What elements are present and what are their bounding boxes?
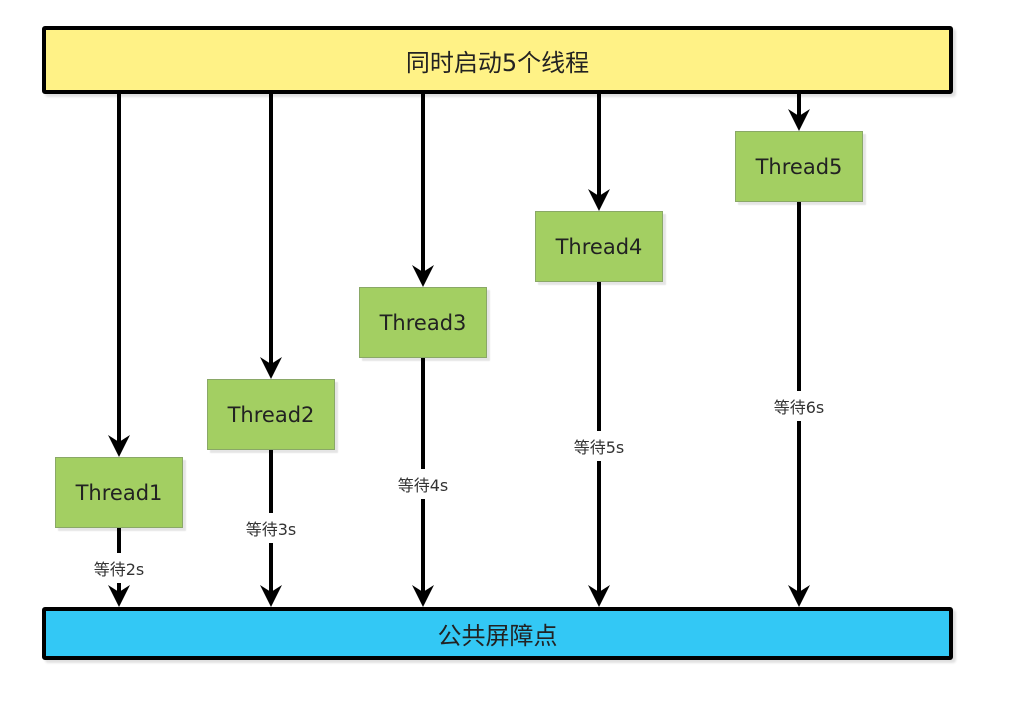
start-bar-label: 同时启动5个线程 [405,48,590,77]
barrier-arrowhead-2 [260,585,282,607]
start-threads-bar: 同时启动5个线程 [42,26,953,94]
wait-label-2: 等待3s [243,513,299,543]
barrier-bar-label: 公共屏障点 [437,622,558,650]
thread-box-3: Thread3 [359,287,487,358]
start-arrowhead-5 [788,109,810,131]
barrier-arrowhead-1 [108,585,130,607]
thread-box-1: Thread1 [55,457,183,528]
start-arrowhead-4 [588,189,610,211]
barrier-arrowhead-3 [412,585,434,607]
wait-label-5: 等待6s [771,391,827,421]
start-arrowhead-2 [260,357,282,379]
thread-box-4: Thread4 [535,211,663,282]
thread-label: Thread3 [379,310,467,335]
barrier-arrowhead-4 [588,585,610,607]
start-arrowhead-3 [412,265,434,287]
start-arrowhead-1 [108,435,130,457]
thread-label: Thread1 [75,480,163,505]
wait-label-3: 等待4s [395,469,451,499]
thread-box-2: Thread2 [207,379,335,450]
wait-label-1: 等待2s [91,553,147,583]
thread-label: Thread2 [227,402,315,427]
thread-label: Thread4 [555,234,643,259]
barrier-arrowhead-5 [788,585,810,607]
wait-label-4: 等待5s [571,431,627,461]
thread-label: Thread5 [755,154,843,179]
thread-box-5: Thread5 [735,131,863,202]
barrier-point-bar: 公共屏障点 [42,607,953,660]
